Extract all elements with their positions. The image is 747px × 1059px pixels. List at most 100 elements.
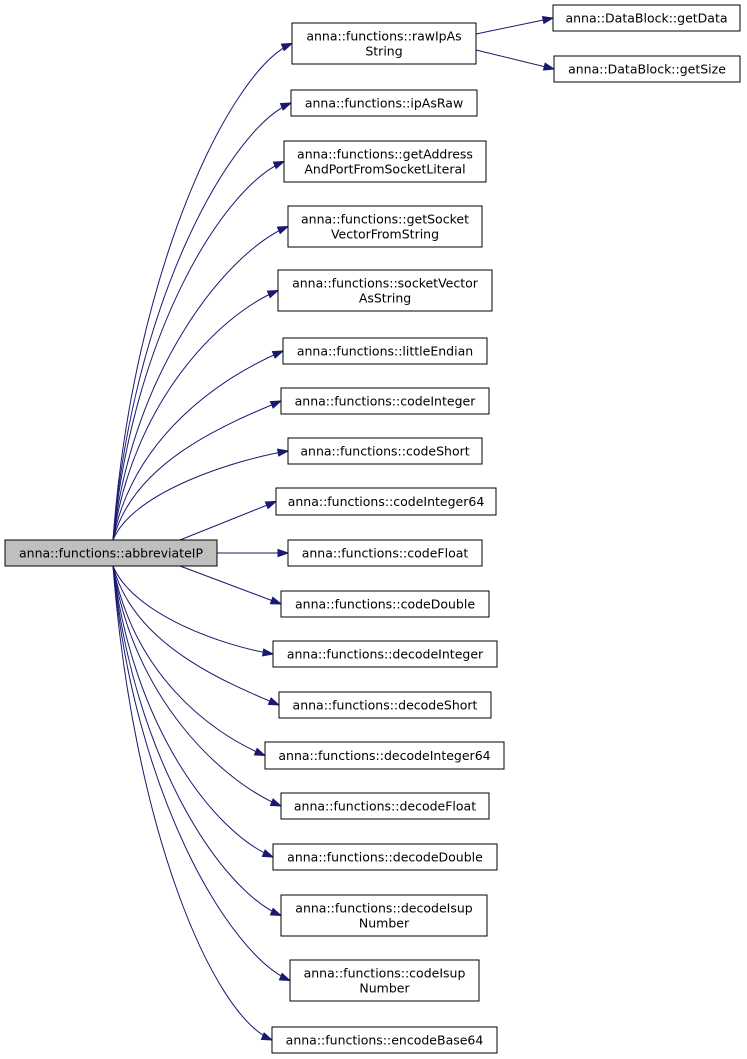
arrowhead	[542, 62, 556, 71]
call-edge	[112, 565, 282, 916]
call-edge	[112, 565, 282, 807]
node-box	[290, 89, 478, 117]
node-box	[271, 1026, 498, 1054]
node-label: anna::functions::codeInteger64	[288, 494, 485, 509]
node-ipAsRaw[interactable]: anna::functions::ipAsRaw	[290, 89, 478, 117]
arrowhead	[272, 160, 286, 170]
node-decodeDouble[interactable]: anna::functions::decodeDouble	[272, 843, 498, 871]
node-box	[280, 387, 490, 415]
node-label: anna::functions::decodeInteger	[287, 647, 484, 662]
node-getData[interactable]: anna::DataBlock::getData	[552, 4, 741, 32]
arrowhead	[271, 350, 285, 359]
graph-nodes: anna::functions::abbreviateIPanna::funct…	[4, 4, 741, 1054]
call-edge	[112, 565, 273, 1041]
node-label: anna::functions::socketVector	[292, 276, 479, 291]
node-box	[278, 691, 492, 719]
node-label: String	[365, 44, 402, 59]
node-codeInteger[interactable]: anna::functions::codeInteger	[280, 387, 490, 415]
node-box	[283, 140, 487, 183]
arrowhead	[269, 400, 283, 409]
node-label: anna::functions::codeInteger	[295, 394, 477, 409]
node-box	[272, 640, 498, 668]
node-encodeBase64[interactable]: anna::functions::encodeBase64	[271, 1026, 498, 1054]
arrowhead	[277, 548, 290, 558]
node-label: anna::DataBlock::getData	[565, 11, 727, 26]
node-codeInteger64[interactable]: anna::functions::codeInteger64	[275, 487, 497, 516]
node-label: anna::functions::decodeIsup	[295, 901, 472, 916]
node-label: VectorFromString	[331, 227, 439, 242]
node-codeDouble[interactable]: anna::functions::codeDouble	[280, 590, 490, 618]
node-getAddressAndPortFromSocketLiteral[interactable]: anna::functions::getAddressAndPortFromSo…	[283, 140, 487, 183]
call-edge	[475, 49, 555, 70]
node-box	[287, 205, 483, 248]
node-codeShort[interactable]: anna::functions::codeShort	[287, 437, 483, 465]
call-edge	[112, 565, 280, 706]
node-root[interactable]: anna::functions::abbreviateIP	[4, 539, 218, 567]
node-label: anna::functions::codeShort	[300, 444, 469, 459]
node-label: anna::functions::getSocket	[301, 212, 469, 227]
node-label: anna::functions::abbreviateIP	[19, 546, 203, 561]
node-littleEndian[interactable]: anna::functions::littleEndian	[282, 337, 488, 365]
node-box	[277, 269, 493, 312]
node-box	[280, 894, 488, 937]
arrowhead	[260, 1032, 274, 1041]
call-edge	[112, 290, 279, 541]
arrowhead	[253, 747, 267, 757]
node-box	[553, 55, 741, 83]
arrowhead	[269, 907, 283, 917]
call-edge	[112, 565, 274, 655]
call-edge	[112, 565, 266, 756]
call-edge	[112, 565, 274, 858]
arrowhead	[267, 697, 281, 706]
node-label: AsString	[359, 291, 411, 306]
node-label: anna::functions::decodeInteger64	[278, 748, 490, 763]
call-edge	[112, 226, 289, 541]
call-edge	[179, 501, 277, 541]
arrowhead	[269, 596, 283, 605]
node-decodeFloat[interactable]: anna::functions::decodeFloat	[280, 792, 490, 820]
call-edge	[112, 565, 291, 981]
arrowhead	[280, 42, 294, 52]
node-box	[264, 741, 505, 770]
node-label: Number	[359, 916, 410, 931]
node-getSize[interactable]: anna::DataBlock::getSize	[553, 55, 741, 83]
node-box	[287, 539, 483, 567]
node-codeFloat[interactable]: anna::functions::codeFloat	[287, 539, 483, 567]
node-box	[280, 792, 490, 820]
arrowhead	[279, 102, 293, 111]
call-edge	[179, 565, 282, 605]
node-decodeInteger64[interactable]: anna::functions::decodeInteger64	[264, 741, 505, 770]
node-label: anna::functions::encodeBase64	[286, 1033, 484, 1048]
arrowhead	[278, 972, 292, 982]
node-label: anna::functions::decodeFloat	[294, 799, 476, 814]
node-getSocketVectorFromString[interactable]: anna::functions::getSocketVectorFromStri…	[287, 205, 483, 248]
call-edge	[112, 102, 292, 541]
arrowhead	[261, 849, 275, 858]
call-edges	[112, 16, 556, 1041]
call-edge	[112, 350, 284, 541]
node-box	[280, 590, 490, 618]
node-box	[289, 959, 480, 1002]
node-box	[291, 22, 477, 65]
arrowhead	[541, 16, 555, 25]
arrowhead	[261, 648, 275, 657]
node-label: anna::functions::codeFloat	[302, 546, 469, 561]
node-decodeInteger[interactable]: anna::functions::decodeInteger	[272, 640, 498, 668]
call-edge	[112, 450, 289, 541]
node-box	[275, 487, 497, 516]
node-label: AndPortFromSocketLiteral	[304, 162, 465, 177]
arrowhead	[266, 289, 280, 299]
node-box	[272, 843, 498, 871]
node-label: anna::functions::rawIpAs	[306, 29, 461, 44]
node-label: anna::functions::getAddress	[297, 147, 473, 162]
node-decodeShort[interactable]: anna::functions::decodeShort	[278, 691, 492, 719]
arrowhead	[276, 448, 290, 457]
call-edge	[475, 17, 554, 35]
node-box	[287, 437, 483, 465]
call-edge	[112, 161, 285, 541]
